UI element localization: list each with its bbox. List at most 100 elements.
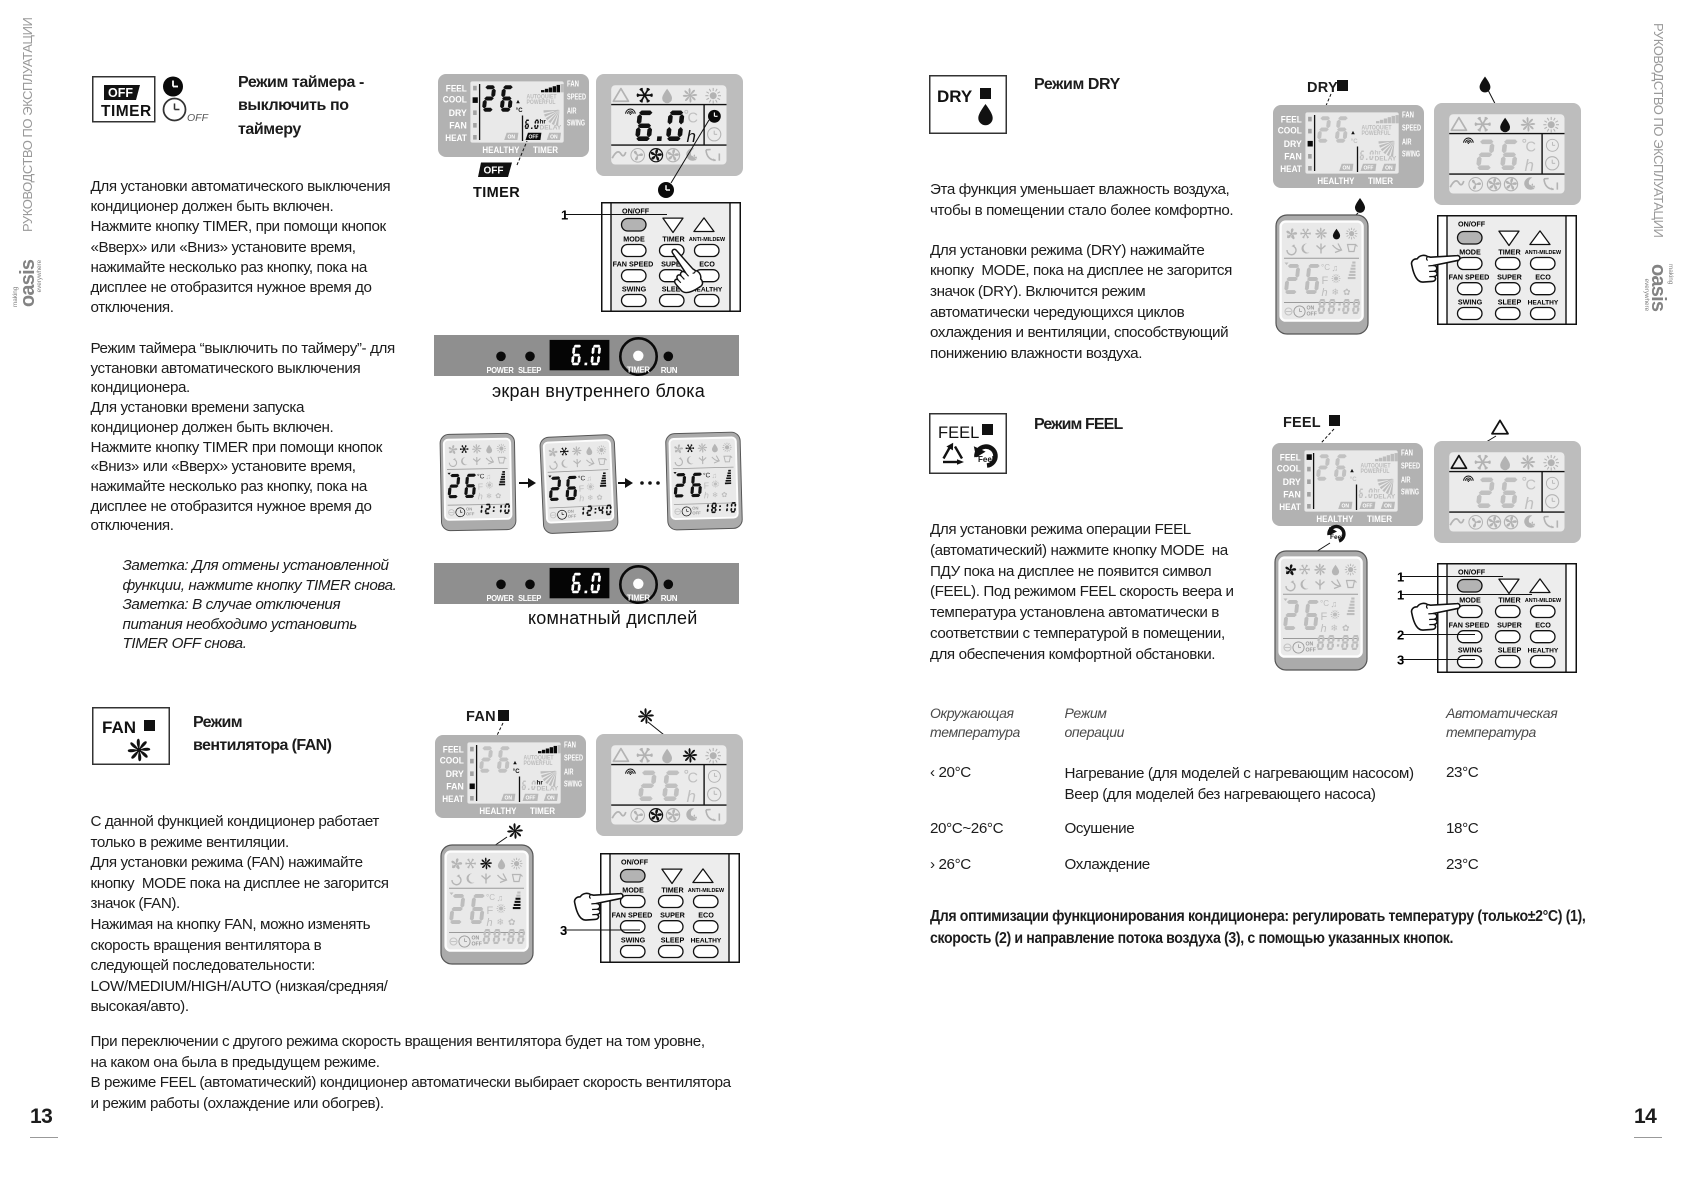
svg-text:SPEED: SPEED: [564, 752, 583, 762]
svg-text:TIMER: TIMER: [101, 103, 152, 120]
svg-text:SWING: SWING: [621, 935, 646, 944]
svg-text:C: C: [688, 111, 698, 127]
svg-text:♫: ♫: [1332, 263, 1339, 273]
svg-text:F: F: [1322, 275, 1329, 287]
svg-text:feel: feel: [1286, 570, 1293, 575]
svg-text:SWING: SWING: [564, 779, 582, 789]
svg-text:FAN: FAN: [446, 781, 464, 791]
svg-text:ON: ON: [466, 506, 472, 511]
svg-text:SWING: SWING: [1402, 149, 1420, 159]
svg-text:TIMER: TIMER: [1367, 514, 1392, 524]
svg-text:°C: °C: [578, 474, 586, 482]
svg-text:FAN SPEED: FAN SPEED: [1449, 621, 1490, 630]
svg-text:h: h: [487, 917, 493, 929]
svg-text:3: 3: [560, 923, 567, 938]
svg-text:DRY: DRY: [1284, 139, 1303, 149]
svg-text:SPEED: SPEED: [567, 91, 586, 101]
svg-text:DRY: DRY: [1283, 477, 1302, 487]
svg-text:ON: ON: [1342, 503, 1350, 509]
svg-text:POWERFUL: POWERFUL: [527, 100, 556, 106]
svg-text:ON: ON: [568, 509, 574, 514]
svg-text:FEEL: FEEL: [938, 424, 979, 442]
svg-text:1: 1: [561, 208, 568, 223]
svg-text:FAN: FAN: [102, 718, 136, 737]
svg-text:AUTOQUIET: AUTOQUIET: [1362, 125, 1392, 131]
svg-text:ECO: ECO: [699, 260, 715, 269]
svg-text:ON: ON: [1306, 642, 1314, 648]
svg-text:TIMER: TIMER: [533, 145, 558, 155]
svg-text:ECO: ECO: [1535, 621, 1551, 630]
svg-text:FEEL: FEEL: [1281, 114, 1302, 124]
svg-text:°C: °C: [477, 472, 485, 480]
svg-text:OFF: OFF: [466, 511, 475, 516]
svg-text:DRY: DRY: [446, 769, 465, 779]
svg-text:OFF: OFF: [568, 513, 577, 518]
svg-text:ANTI-MILDEW: ANTI-MILDEW: [689, 237, 726, 243]
svg-text:h: h: [1525, 494, 1534, 513]
svg-text:AIR: AIR: [567, 106, 577, 116]
svg-text:ANTI-MILDEW: ANTI-MILDEW: [1525, 250, 1562, 256]
svg-text:✿: ✿: [1342, 623, 1350, 633]
svg-text:✿: ✿: [495, 491, 501, 500]
svg-text:HEALTHY: HEALTHY: [1528, 299, 1559, 306]
svg-text:TIMER: TIMER: [627, 594, 651, 603]
svg-text:ON: ON: [1385, 165, 1393, 171]
svg-text:FEEL: FEEL: [1280, 452, 1301, 462]
svg-text:♫: ♫: [1331, 599, 1338, 609]
svg-text:ON: ON: [505, 795, 513, 801]
svg-text:FAN: FAN: [564, 740, 576, 750]
svg-text:POWERFUL: POWERFUL: [524, 761, 553, 767]
svg-text:h: h: [687, 127, 696, 146]
svg-text:ANTI-MILDEW: ANTI-MILDEW: [688, 888, 725, 894]
svg-text:♫: ♫: [711, 471, 717, 480]
svg-text:F: F: [579, 483, 585, 493]
svg-text:OFF: OFF: [1362, 503, 1372, 509]
svg-text:1: 1: [1397, 570, 1404, 585]
svg-text:COOL: COOL: [440, 756, 464, 766]
svg-text:h: h: [1321, 623, 1327, 635]
svg-text:HEALTHY: HEALTHY: [1528, 647, 1559, 654]
svg-text:TIMER: TIMER: [662, 234, 685, 243]
svg-text:Feel: Feel: [978, 455, 994, 464]
svg-text:AUTOQUIET: AUTOQUIET: [1361, 463, 1391, 469]
svg-text:HEALTHY: HEALTHY: [1316, 514, 1354, 524]
svg-text:AUTOQUIET: AUTOQUIET: [527, 94, 557, 100]
svg-text:✿: ✿: [721, 490, 727, 499]
svg-text:SPEED: SPEED: [1402, 122, 1421, 132]
svg-text:°C: °C: [703, 471, 711, 479]
svg-text:SWING: SWING: [567, 118, 585, 128]
svg-text:SUPER: SUPER: [1497, 273, 1523, 282]
svg-text:feel: feel: [549, 453, 555, 457]
svg-text:h: h: [687, 787, 696, 806]
svg-text:ON: ON: [1307, 306, 1315, 312]
svg-text:HEALTHY: HEALTHY: [691, 937, 722, 944]
svg-text:ON: ON: [547, 795, 555, 801]
svg-text:SLEEP: SLEEP: [1498, 297, 1522, 306]
svg-text:TIMER: TIMER: [661, 885, 684, 894]
svg-text:SLEEP: SLEEP: [662, 284, 686, 293]
svg-text:RUN: RUN: [661, 594, 678, 603]
svg-text:DELAY: DELAY: [537, 786, 559, 793]
svg-text:C: C: [1526, 478, 1536, 494]
svg-text:SWING: SWING: [1401, 487, 1419, 497]
svg-text:ON/OFF: ON/OFF: [621, 858, 649, 867]
svg-text:OFF: OFF: [528, 134, 538, 140]
svg-text:AIR: AIR: [1402, 137, 1412, 147]
svg-text:°C: °C: [513, 769, 520, 775]
svg-text:SLEEP: SLEEP: [1498, 645, 1522, 654]
svg-text:OFF: OFF: [1363, 165, 1373, 171]
svg-text:ON/OFF: ON/OFF: [1458, 220, 1486, 229]
svg-text:MODE: MODE: [622, 885, 644, 894]
svg-text:OFF: OFF: [1306, 648, 1316, 654]
svg-text:h: h: [478, 491, 483, 501]
svg-text:OFF: OFF: [525, 795, 535, 801]
svg-text:h: h: [579, 493, 584, 503]
svg-text:OFF: OFF: [472, 942, 482, 948]
svg-text:feel: feel: [449, 450, 455, 454]
svg-text:SLEEP: SLEEP: [518, 594, 542, 603]
svg-text:C: C: [1526, 140, 1536, 156]
svg-text:❄: ❄: [1332, 287, 1340, 297]
svg-text:TIMER: TIMER: [473, 185, 520, 201]
svg-text:TIMER: TIMER: [1368, 176, 1393, 186]
svg-text:FEEL: FEEL: [443, 744, 464, 754]
